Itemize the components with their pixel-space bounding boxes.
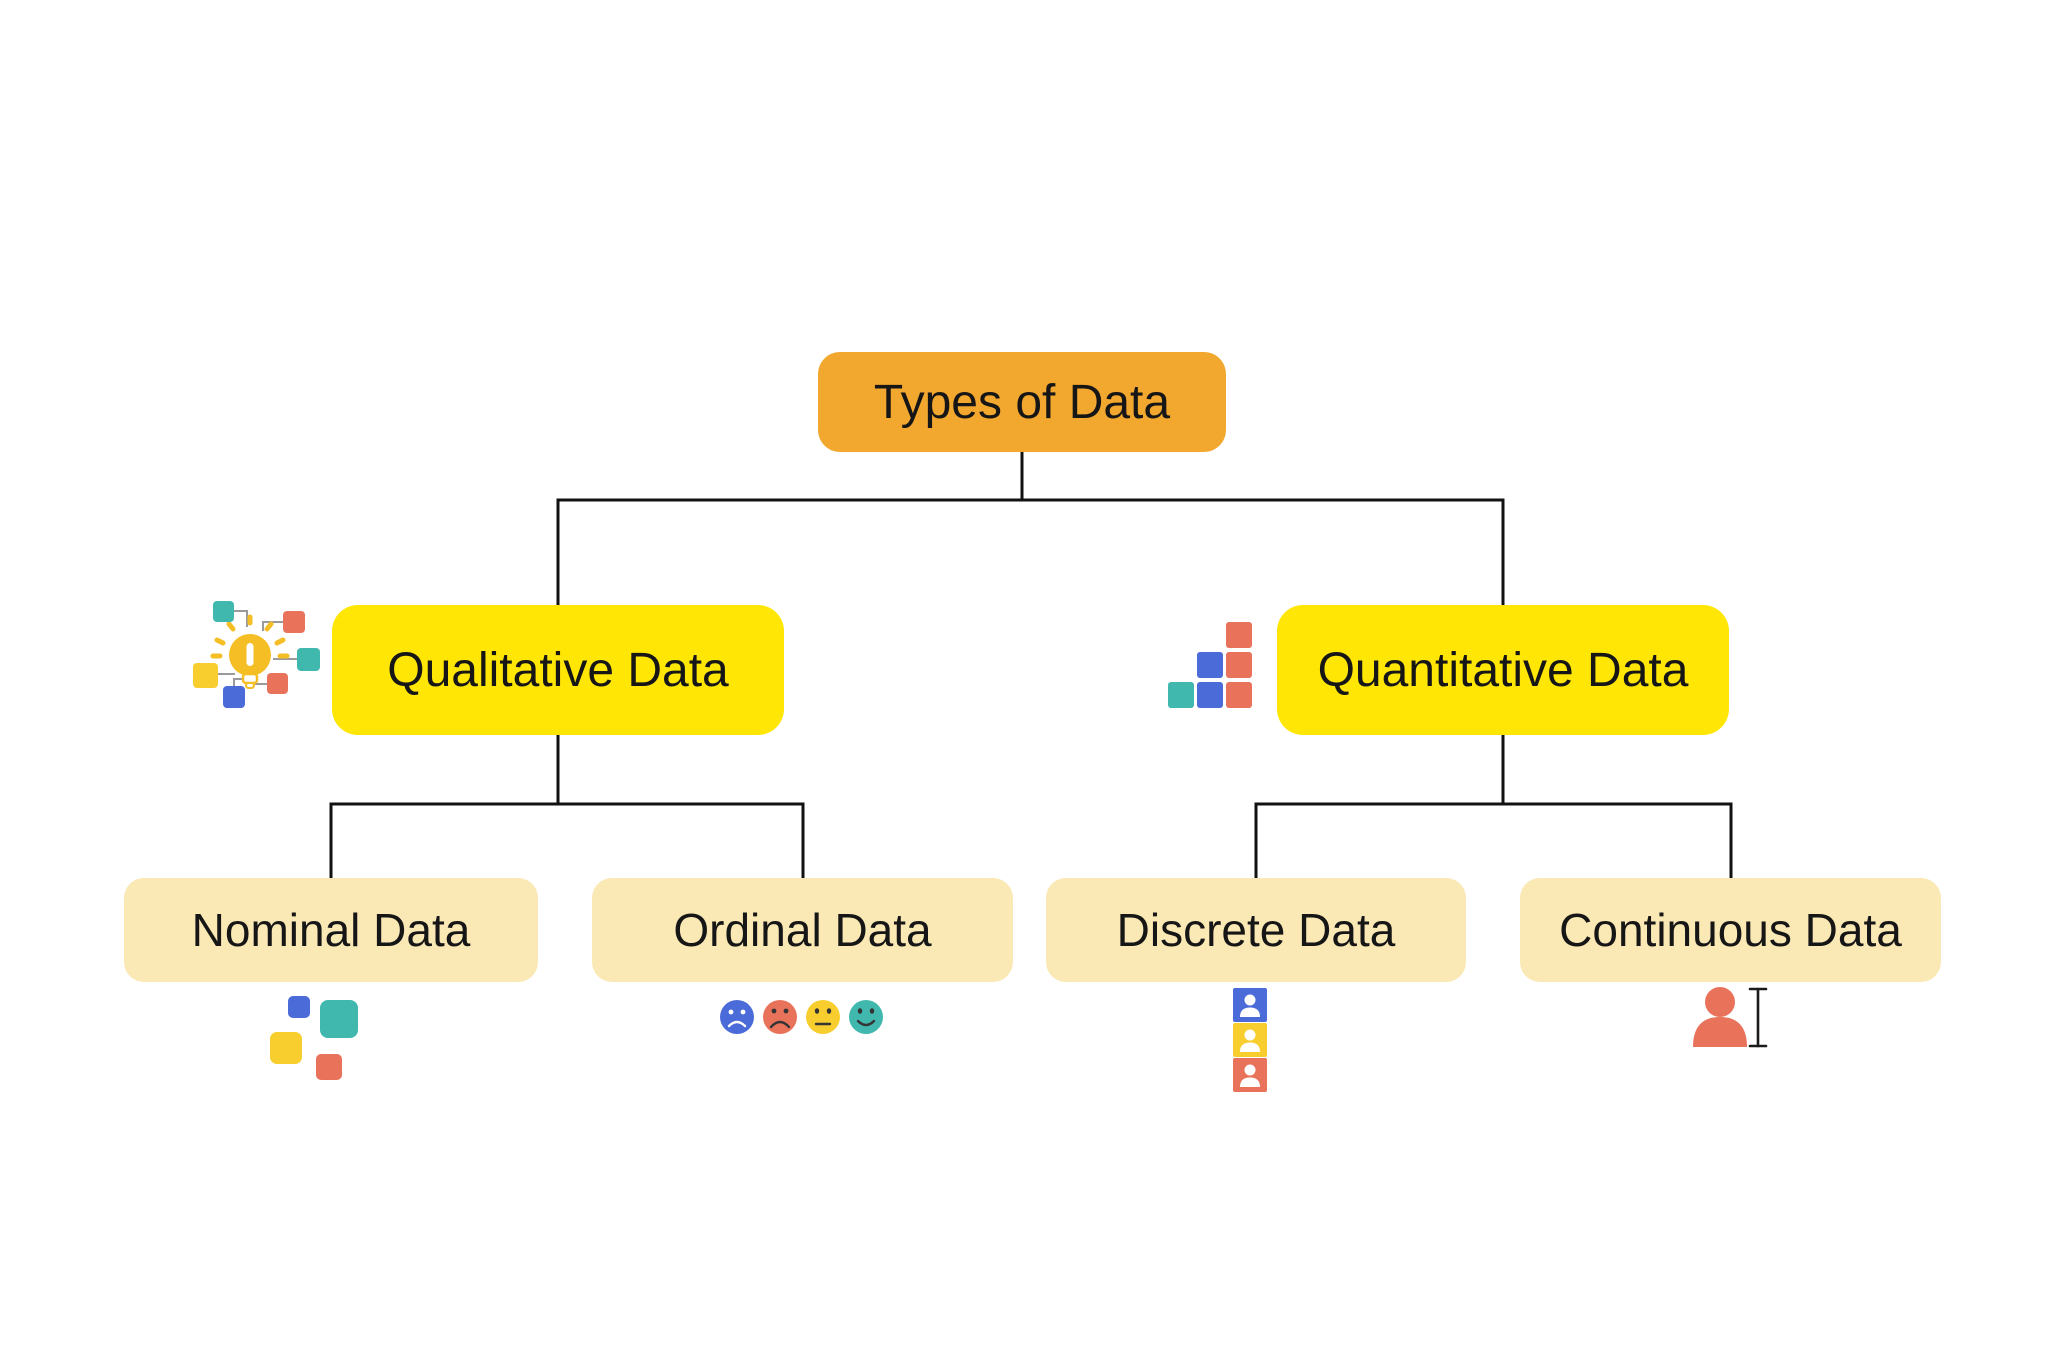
emoji-neutral <box>806 1000 840 1034</box>
node-quantitative-data-label: Quantitative Data <box>1317 643 1689 697</box>
person-tile-coral <box>1233 1058 1267 1092</box>
person-height-measure-icon <box>1693 987 1768 1048</box>
node-continuous-data-label: Continuous Data <box>1559 904 1902 956</box>
node-ordinal-data: Ordinal Data <box>592 878 1013 982</box>
emoji-happy <box>849 1000 883 1034</box>
stacked-person-tiles-icon <box>1233 988 1267 1092</box>
node-nominal-data: Nominal Data <box>124 878 538 982</box>
node-discrete-data-label: Discrete Data <box>1116 904 1396 956</box>
node-ordinal-data-label: Ordinal Data <box>673 904 932 956</box>
node-types-of-data-label: Types of Data <box>873 375 1171 429</box>
person-tile-blue <box>1233 988 1267 1022</box>
colored-squares-icon <box>270 996 358 1080</box>
ascending-bar-chart-icon <box>1168 622 1252 708</box>
node-qualitative-data: Qualitative Data <box>332 605 784 735</box>
node-nominal-data-label: Nominal Data <box>191 904 471 956</box>
node-quantitative-data: Quantitative Data <box>1277 605 1729 735</box>
emoji-rating-scale-icon <box>720 1000 883 1034</box>
person-tile-yellow <box>1233 1023 1267 1057</box>
brainstorm-idea-icon <box>193 601 320 708</box>
emoji-very-unhappy <box>720 1000 754 1034</box>
node-continuous-data: Continuous Data <box>1520 878 1941 982</box>
emoji-unhappy <box>763 1000 797 1034</box>
node-qualitative-data-label: Qualitative Data <box>387 643 729 697</box>
node-discrete-data: Discrete Data <box>1046 878 1466 982</box>
node-types-of-data: Types of Data <box>818 352 1226 452</box>
